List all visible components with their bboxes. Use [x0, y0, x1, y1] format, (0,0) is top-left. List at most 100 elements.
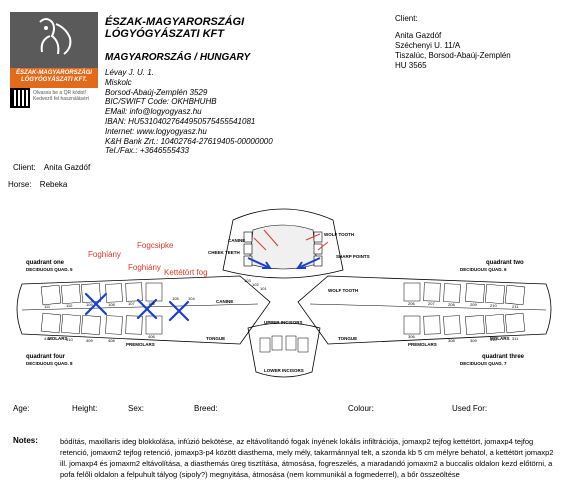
address-line: Borsod-Abaúj-Zemplén 3529: [105, 87, 208, 97]
client-row-label: Client:: [13, 163, 36, 172]
upper-incisors-label: UPPER INCISORS: [264, 320, 303, 325]
age-field: Age:: [13, 404, 30, 413]
client-address-line: Anita Gazdóf: [395, 31, 442, 40]
company-name-line-2: LÓGYÓGYÁSZATI KFT: [105, 28, 224, 40]
tongue-left-label: TONGUE: [206, 336, 225, 341]
lower-arch-outline: [247, 322, 321, 378]
horse-row: Horse: Rebeka: [8, 180, 67, 190]
tooth-number: 409: [86, 338, 93, 343]
tooth-number: 206: [408, 301, 415, 306]
tooth-number: 108: [108, 302, 115, 307]
tooth-number: 110: [66, 303, 73, 308]
company-name-line-1: ÉSZAK-MAGYARORSZÁGI: [105, 16, 245, 28]
logo-band-text: ÉSZAK-MAGYARORSZÁGI LÓGYÓGYÁSZATI KFT.: [16, 70, 92, 83]
client-box-label: Client:: [395, 14, 418, 23]
wolf-tooth-mid-label: WOLF TOOTH: [328, 288, 358, 293]
quadrant-three-sub: DECIDUOUS QUAD. 7: [460, 361, 507, 366]
breed-field: Breed:: [194, 404, 218, 413]
dental-chart: quadrant one DECIDUOUS QUAD. 5 quadrant …: [16, 208, 552, 378]
client-address-line: Széchenyi U. 11/A: [395, 41, 461, 50]
logo-band: [10, 68, 98, 88]
tooth-number: 310: [490, 337, 497, 342]
qr-note: Olvassa be a QR kódot! Kedvező fel haszn…: [33, 90, 89, 102]
tooth-number: 207: [428, 301, 435, 306]
premolars-right-label: PREMOLARS: [408, 342, 437, 347]
notes-label: Notes:: [13, 436, 38, 445]
tooth-number: 102: [252, 282, 259, 287]
company-name: ÉSZAK-MAGYARORSZÁGI LÓGYÓGYÁSZATI KFT: [105, 16, 305, 40]
right-jaw-midline: [309, 303, 547, 311]
country: MAGYARORSZÁG / HUNGARY: [105, 52, 251, 63]
address-line: EMail: info@logyogyasz.hu: [105, 107, 202, 117]
canine-top-label: CANINE: [228, 238, 245, 243]
tooth-number: 410: [66, 337, 73, 342]
tooth-number: 107: [128, 301, 135, 306]
lower-incisors: [259, 335, 309, 353]
canine-mid-label: CANINE: [216, 299, 233, 304]
qr-code-icon: [10, 88, 30, 108]
left-jaw-midline: [21, 303, 259, 311]
client-address-line: HU 3565: [395, 61, 427, 70]
tooth-number: 411: [44, 336, 51, 341]
tooth-number: 106: [148, 301, 155, 306]
molars-left-label: MOLARS: [48, 336, 68, 341]
left-upper-teeth: [40, 282, 163, 306]
used-for-field: Used For:: [452, 404, 488, 413]
height-field: Height:: [72, 404, 98, 413]
upper-cheek-teeth: [243, 231, 323, 267]
cheek-teeth-label: CHEEK TEETH: [208, 250, 240, 255]
quadrant-four-label: quadrant four: [26, 354, 66, 360]
right-lower-teeth: [403, 312, 526, 335]
address-line: Miskolc: [105, 77, 132, 87]
client-row: Client: Anita Gazdóf: [13, 163, 90, 173]
colour-field: Colour:: [348, 404, 374, 413]
client-address-line: Tiszalúc, Borsod-Abaúj-Zemplén: [395, 51, 511, 60]
tooth-number: 408: [108, 338, 115, 343]
left-lower-teeth: [40, 312, 163, 335]
wolf-tooth-top-label: WOLF TOOTH: [324, 232, 354, 237]
horse-logo-icon: [39, 18, 72, 55]
quadrant-one-sub: DECIDUOUS QUAD. 5: [26, 267, 73, 272]
right-jaw-outline: [297, 275, 552, 345]
annotation-tooth-spike: Fogcsipke: [137, 241, 174, 250]
lower-incisors-label: LOWER INCISORS: [264, 368, 304, 373]
quadrant-one-label: quadrant one: [26, 260, 65, 266]
tooth-number: 311: [512, 336, 519, 341]
tooth-number: 103: [244, 278, 251, 283]
sharp-point-arrows: [247, 257, 321, 269]
annotation-missing-tooth-1: Foghiány: [88, 250, 121, 259]
quadrant-four-sub: DECIDUOUS QUAD. 8: [26, 361, 73, 366]
address-line: Tel./Fax.: +3646555433: [105, 146, 189, 156]
right-upper-teeth: [403, 282, 526, 306]
address-line: BIC/SWIFT Code: OKHBHUHB: [105, 97, 217, 107]
tooth-numbers: 111 110 109 108 107 106 105 104 103 102 …: [44, 278, 519, 343]
tooth-number: 308: [448, 338, 455, 343]
address-line: IBAN: HU53104027644950575455541081: [105, 116, 256, 126]
client-row-value: Anita Gazdóf: [43, 163, 91, 172]
horse-row-value: Rebeka: [39, 180, 68, 189]
tooth-number: 406: [148, 334, 155, 339]
extraction-marks: [84, 292, 190, 322]
address-line: K&H Bank Zrt.: 10402764-27619405-0000000…: [105, 136, 273, 146]
quadrant-three-label: quadrant three: [482, 354, 525, 360]
sharp-points-label: SHARP POINTS: [336, 254, 370, 259]
tongue-right-label: TONGUE: [338, 336, 357, 341]
tooth-number: 306: [408, 334, 415, 339]
annotation-missing-tooth-2: Foghiány: [128, 263, 161, 272]
address-line: Lévay J. U. 1.: [105, 68, 154, 77]
tooth-number: 208: [448, 302, 455, 307]
tooth-number: 309: [470, 338, 477, 343]
tooth-number: 210: [490, 303, 497, 308]
quadrant-two-sub: DECIDUOUS QUAD. 6: [460, 267, 507, 272]
tooth-number: 209: [470, 302, 477, 307]
address-line: Internet: www.logyogyasz.hu: [105, 126, 207, 136]
tooth-number: 111: [44, 304, 51, 309]
company-address: Lévay J. U. 1. Miskolc Borsod-Abaúj-Zemp…: [105, 68, 325, 156]
client-address: Anita Gazdóf Széchenyi U. 11/A Tiszalúc,…: [395, 31, 565, 71]
left-jaw-outline: [16, 275, 271, 345]
upper-arch-outline: [222, 208, 344, 279]
horse-row-label: Horse:: [8, 180, 32, 189]
molars-right-label: MOLARS: [490, 336, 510, 341]
tooth-number: 105: [172, 296, 179, 301]
annotation-broken-tooth: Kettétört fog: [164, 268, 208, 277]
